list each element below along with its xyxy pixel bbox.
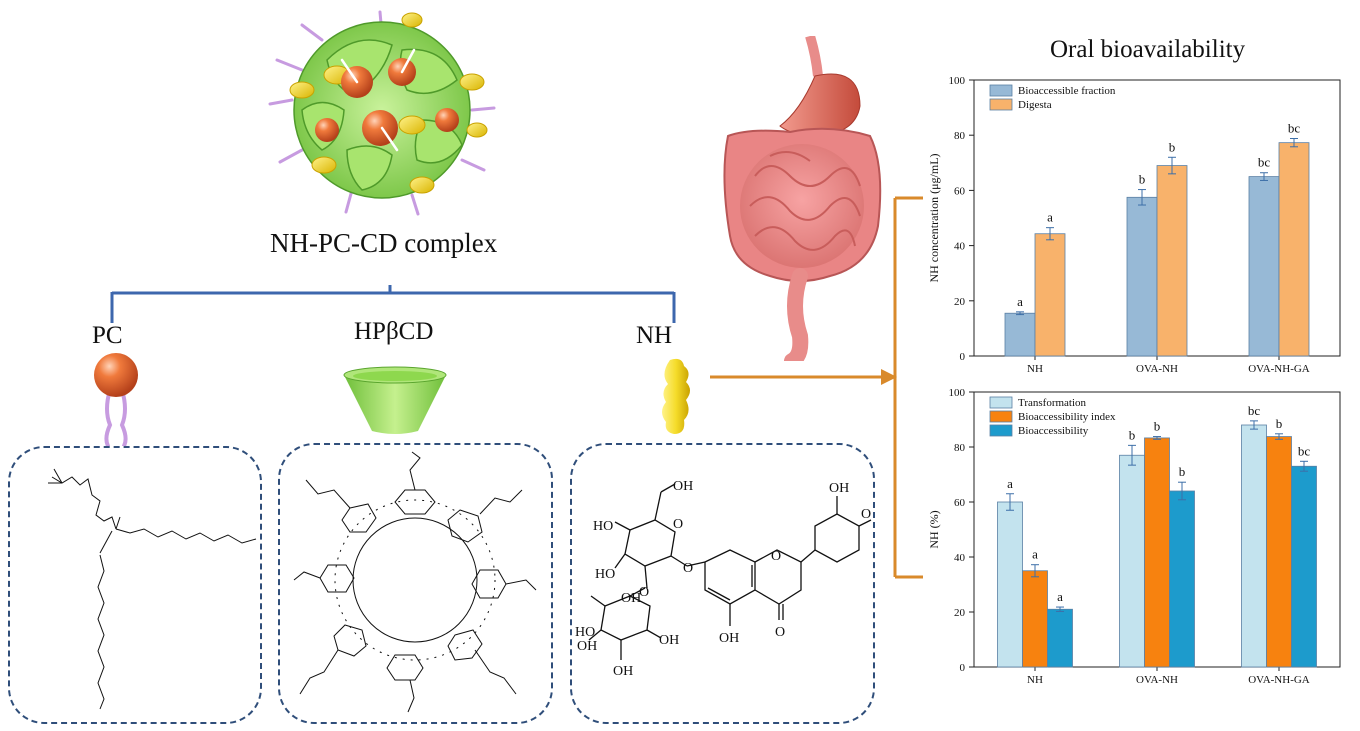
y-tick-label: 0: [960, 662, 966, 674]
bar: [1156, 165, 1188, 357]
svg-text:O: O: [861, 507, 871, 522]
nanocomplex-illustration: [268, 10, 496, 216]
bar: [1266, 436, 1292, 668]
hpbcd-cone-icon: [343, 366, 447, 434]
legend-swatch: [989, 410, 1013, 423]
pc-label: PC: [92, 322, 123, 349]
y-tick-label: 40: [954, 241, 966, 253]
bar: [1291, 465, 1317, 668]
x-tick-label: OVA-NH-GA: [1248, 363, 1310, 375]
svg-text:OH: OH: [719, 631, 739, 646]
x-tick-label: NH: [1027, 674, 1043, 686]
y-tick-label: 80: [954, 130, 966, 142]
svg-text:O: O: [639, 585, 649, 600]
significance-letter: b: [1154, 419, 1161, 434]
y-tick-label: 60: [954, 497, 966, 509]
bar: [1004, 312, 1036, 357]
bar: [1047, 608, 1073, 668]
significance-letter: b: [1129, 427, 1136, 442]
legend-label: Digesta: [1018, 99, 1052, 111]
legend-swatch: [989, 424, 1013, 437]
legend-label: Transformation: [1018, 397, 1087, 409]
bar: [1248, 176, 1280, 357]
bar: [1144, 437, 1170, 668]
legend-label: Bioaccessibility: [1018, 425, 1089, 437]
digestive-system-illustration: [723, 36, 882, 361]
significance-letter: a: [1007, 476, 1013, 491]
significance-letter: b: [1139, 172, 1146, 187]
pc-lipid-icon: [94, 353, 138, 446]
svg-text:HO: HO: [595, 567, 615, 582]
nh-molecule-icon: [662, 358, 690, 434]
legend-swatch: [989, 98, 1013, 111]
chart-nh-concentration: 0 20 40 60 80 100 NH concentration (μg/mL) NH a a…: [927, 75, 1341, 375]
oral-bioavailability-title: Oral bioavailability: [1050, 36, 1246, 63]
svg-text:OH: OH: [659, 633, 679, 648]
x-tick-label: OVA-NH: [1136, 363, 1178, 375]
y-tick-label: 80: [954, 442, 966, 454]
bar: [1022, 570, 1048, 668]
y-axis-label: NH (%): [927, 510, 941, 548]
legend-swatch: [989, 396, 1013, 409]
legend-swatch: [989, 84, 1013, 97]
legend-label: Bioaccessible fraction: [1018, 85, 1116, 97]
y-axis-label: NH concentration (μg/mL): [927, 153, 941, 282]
y-tick-label: 60: [954, 185, 966, 197]
y-tick-label: 100: [949, 387, 966, 399]
significance-letter: a: [1032, 547, 1038, 562]
bar: [1119, 454, 1145, 668]
svg-text:OH: OH: [613, 664, 633, 679]
x-tick-label: NH: [1027, 363, 1043, 375]
significance-letter: a: [1057, 589, 1063, 604]
y-tick-label: 0: [960, 351, 966, 363]
significance-letter: b: [1179, 464, 1186, 479]
complex-label: NH-PC-CD complex: [270, 228, 498, 258]
svg-text:OH: OH: [673, 479, 693, 494]
significance-letter: bc: [1248, 403, 1261, 418]
significance-letter: bc: [1298, 443, 1311, 458]
legend-label: Bioaccessibility index: [1018, 411, 1116, 423]
pc-chemical-structure: [48, 468, 257, 710]
hpbcd-chemical-structure: [293, 451, 537, 713]
bar: [1169, 490, 1195, 668]
pc-structure-box: [8, 446, 262, 724]
hpbcd-structure-box: [278, 443, 553, 724]
x-tick-label: OVA-NH: [1136, 674, 1178, 686]
svg-text:O: O: [673, 517, 683, 532]
bar: [997, 501, 1023, 668]
significance-letter: b: [1276, 416, 1283, 431]
x-tick-label: OVA-NH-GA: [1248, 674, 1310, 686]
nh-label: NH: [636, 322, 673, 349]
significance-letter: a: [1017, 294, 1023, 309]
y-tick-label: 20: [954, 607, 966, 619]
svg-text:HO: HO: [593, 519, 613, 534]
tree-connector: [110, 285, 676, 323]
y-tick-label: 40: [954, 552, 966, 564]
bar: [1241, 424, 1267, 668]
flow-arrow: [710, 196, 923, 579]
nh-chemical-structure: OH HO HO O O O HO OH OH OH O OH O OH O O…: [575, 479, 872, 679]
significance-letter: bc: [1288, 121, 1301, 136]
significance-letter: b: [1169, 139, 1176, 154]
svg-text:OH: OH: [829, 481, 849, 496]
y-tick-label: 100: [949, 75, 966, 87]
svg-text:O: O: [771, 549, 781, 564]
nh-structure-box: [570, 443, 875, 724]
significance-letter: a: [1047, 210, 1053, 225]
svg-text:OH: OH: [577, 639, 597, 654]
svg-text:OH: OH: [621, 591, 641, 606]
bar: [1126, 196, 1158, 357]
svg-text:O: O: [775, 625, 785, 640]
hpbcd-label: HPβCD: [354, 318, 434, 345]
bar: [1278, 142, 1310, 357]
svg-text:HO: HO: [575, 625, 595, 640]
svg-text:O: O: [683, 561, 693, 576]
significance-letter: bc: [1258, 155, 1271, 170]
bar: [1034, 233, 1066, 357]
y-tick-label: 20: [954, 296, 966, 308]
